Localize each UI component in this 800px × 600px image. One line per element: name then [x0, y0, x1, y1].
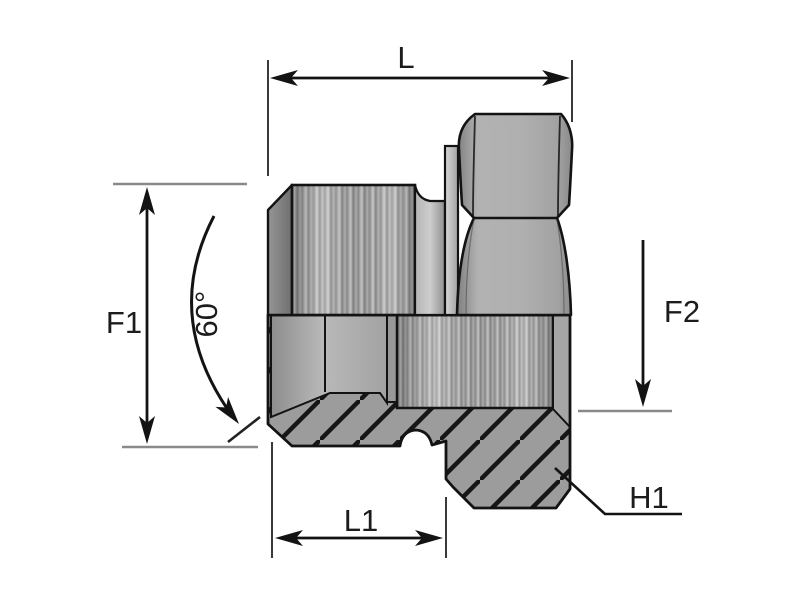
section-outline [266, 313, 572, 510]
arrowhead-icon [635, 379, 651, 407]
angle-60-annotation [190, 215, 261, 444]
dimension-F2 [578, 240, 672, 413]
collar-flange [443, 144, 460, 317]
internal-step-wall [386, 314, 398, 403]
arrowhead-icon [275, 530, 303, 546]
dim-label-F1: F1 [106, 305, 142, 340]
fitting-body [266, 112, 574, 510]
external-upper-half [266, 112, 574, 317]
dimension-L1 [271, 442, 447, 558]
male-thread [290, 183, 417, 317]
cone-chamfer-face [266, 183, 294, 317]
arrowhead-icon [215, 397, 239, 424]
right-end-wall [552, 314, 571, 430]
arrowhead-icon [415, 530, 443, 546]
dim-label-F2: F2 [664, 294, 700, 329]
section-lower-half [266, 313, 572, 510]
relief-groove [413, 183, 447, 317]
angle-reference-tick [227, 415, 261, 444]
leader-H1 [554, 467, 682, 516]
hex-body [455, 112, 574, 317]
female-thread [395, 313, 555, 410]
arrowhead-icon [270, 70, 298, 86]
dimension-F1 [113, 182, 258, 449]
arrowhead-icon [139, 187, 155, 215]
arrowhead-icon [542, 70, 570, 86]
dim-label-L1: L1 [344, 503, 378, 538]
dimension-L [267, 60, 573, 176]
arrowhead-icon [139, 416, 155, 444]
angle-label-60: 60° [189, 291, 224, 338]
dim-label-H1: H1 [629, 480, 669, 515]
dim-label-L: L [397, 40, 414, 75]
